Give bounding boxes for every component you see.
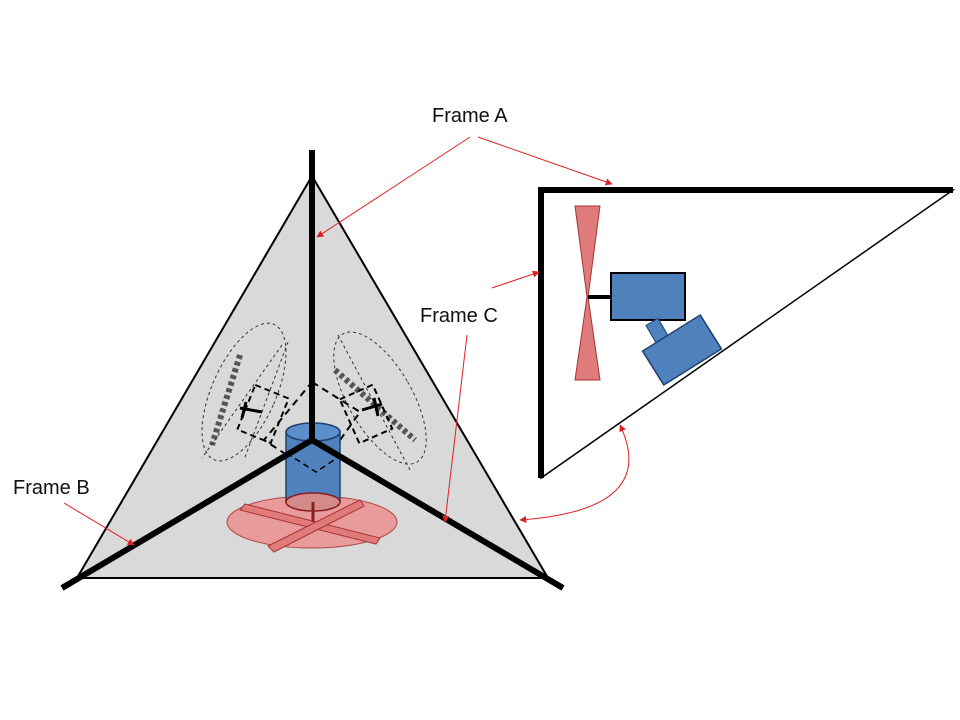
side-view-panel — [540, 189, 956, 480]
tetrahedron-assembly — [60, 150, 565, 591]
propeller-blade-b — [267, 499, 365, 553]
label-frame-a: Frame A — [432, 105, 508, 127]
arrow-frame-a-right — [477, 136, 613, 186]
side-motor-lower — [641, 313, 723, 387]
central-motor — [285, 422, 341, 522]
rod-right — [310, 437, 565, 591]
propeller-blade-a — [239, 503, 381, 545]
label-frame-b: Frame B — [13, 477, 90, 499]
tilted-rotor-right — [333, 331, 427, 471]
arrow-curved-link — [519, 424, 630, 524]
arrow-frame-c-left — [442, 334, 468, 523]
tilted-rotor-left — [201, 322, 289, 462]
label-frame-c: Frame C — [420, 305, 498, 327]
side-propeller — [574, 205, 601, 381]
tilted-motor-right — [338, 383, 394, 445]
arrow-frame-c-right — [491, 270, 540, 289]
rod-left — [60, 437, 314, 591]
callout-arrows — [63, 136, 630, 546]
side-view-assembly — [538, 187, 956, 480]
arrow-frame-a-left — [316, 136, 471, 238]
arrow-frame-b — [63, 502, 135, 546]
frame-rods — [60, 150, 565, 591]
side-motor-upper — [610, 272, 686, 321]
